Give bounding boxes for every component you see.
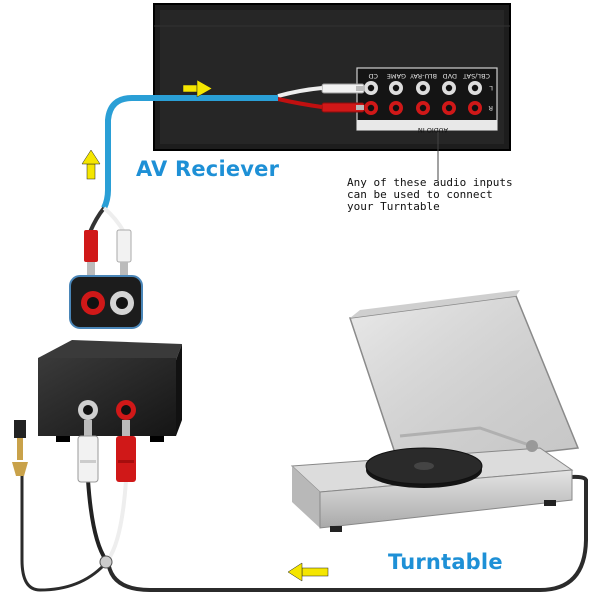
input-label-bluray: BLU-RAY — [410, 72, 437, 80]
rca-plugs-lower — [77, 420, 136, 483]
channel-label-left: L — [489, 84, 493, 92]
turntable — [290, 290, 580, 532]
audio-in-label: AUDIO IN — [418, 126, 448, 134]
input-label-game: GAME — [387, 72, 406, 80]
receiver-cd-plugs — [321, 83, 365, 113]
phono-preamp — [12, 340, 182, 476]
audio-input-annotation: Any of these audio inputs can be used to… — [347, 177, 537, 213]
receiver-jack-dvd[interactable] — [442, 81, 456, 115]
cables — [20, 86, 588, 592]
input-label-dvd: DVD — [443, 72, 457, 80]
rca-plugs-upper — [84, 229, 132, 276]
arrow-up-icon — [81, 149, 101, 180]
av-receiver-label: AV Reciever — [136, 157, 280, 181]
turntable-label: Turntable — [388, 550, 503, 574]
input-label-cblsat: CBL/SAT — [463, 72, 490, 80]
arrow-right-icon — [182, 79, 213, 98]
av-receiver: CD GAME BLU-RAY DVD CBL/SAT L R AUDIO IN — [153, 3, 511, 151]
receiver-jack-cd[interactable] — [364, 81, 378, 115]
annotation-line: your Turntable — [347, 200, 440, 213]
turntable-cable — [106, 474, 588, 592]
arrow-left-icon — [287, 562, 329, 582]
preamp-jack-zoom-inset — [69, 275, 143, 329]
receiver-jack-game[interactable] — [389, 81, 403, 115]
receiver-jack-cblsat[interactable] — [468, 81, 482, 115]
channel-label-right: R — [488, 104, 493, 112]
cable-splitter — [99, 555, 113, 569]
annotation-line: can be used to connect — [347, 188, 493, 201]
ground-terminal[interactable] — [12, 420, 28, 476]
annotation-line: Any of these audio inputs — [347, 176, 513, 189]
receiver-jack-bluray[interactable] — [416, 81, 430, 115]
input-label-cd: CD — [368, 72, 378, 80]
blue-cable — [101, 95, 278, 210]
receiver-audio-input-panel: CD GAME BLU-RAY DVD CBL/SAT L R AUDIO IN — [356, 67, 498, 134]
